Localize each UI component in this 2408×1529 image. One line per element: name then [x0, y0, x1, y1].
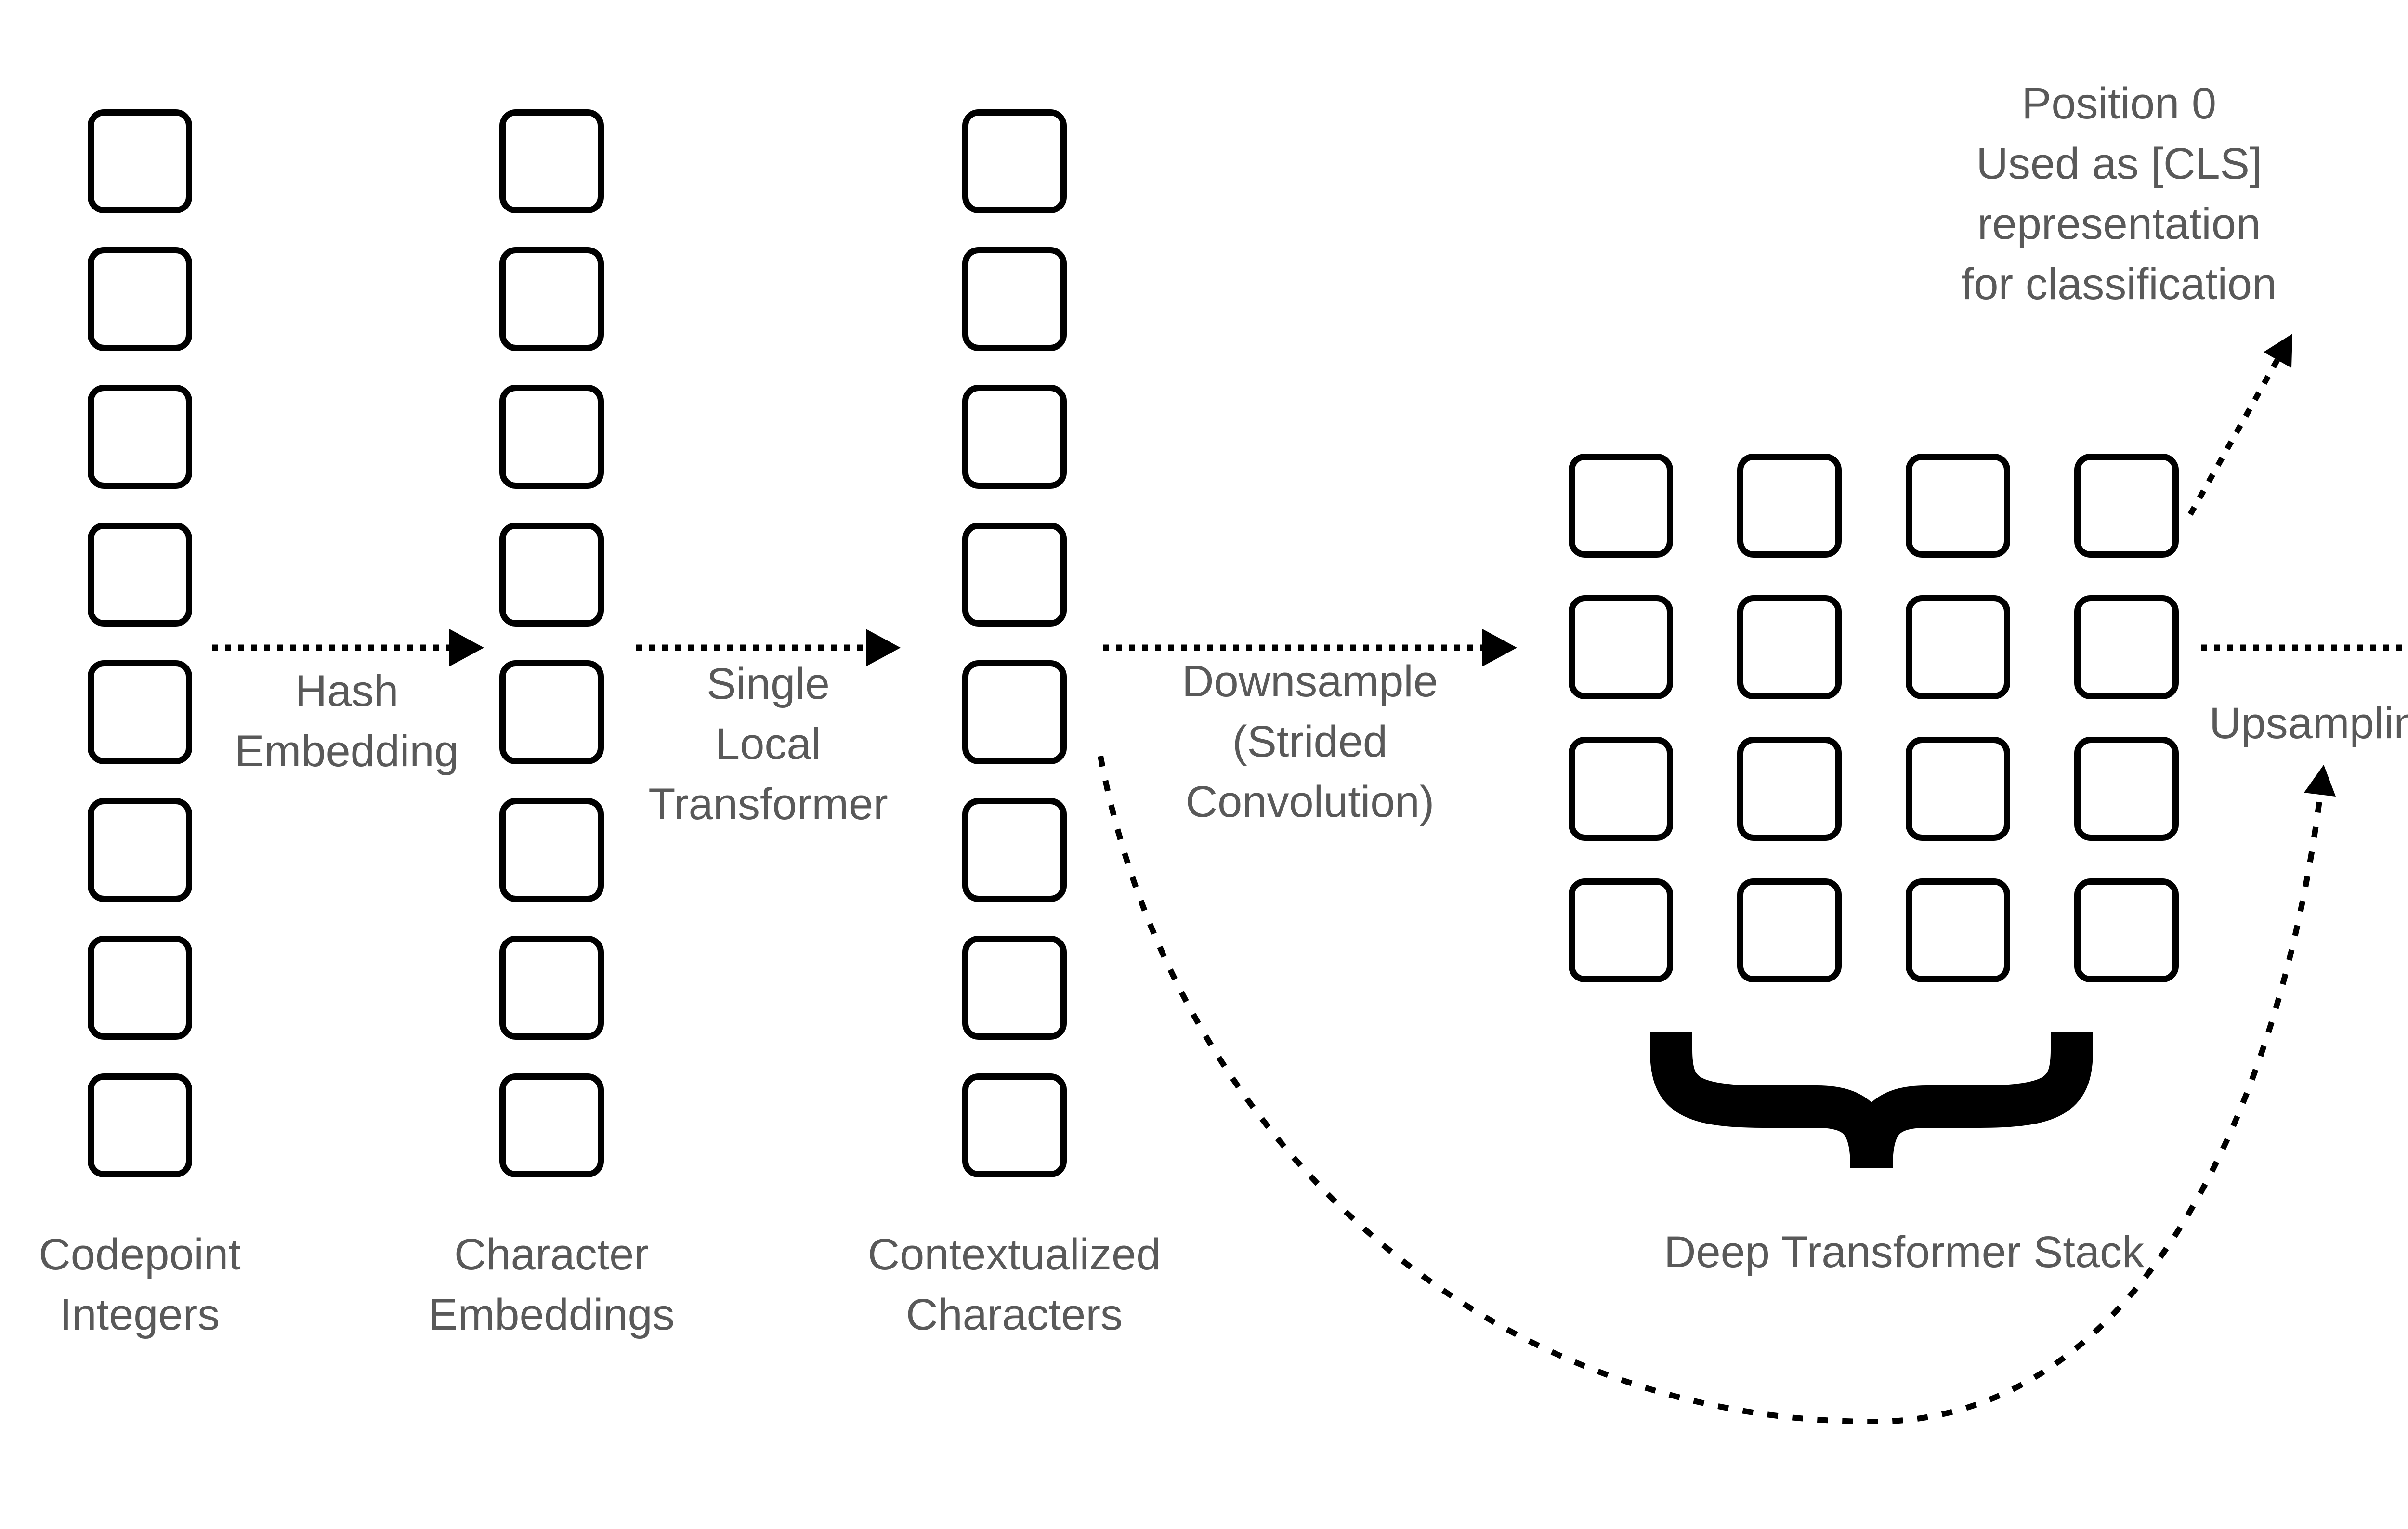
cls-note: Position 0 Used as [CLS] representation …: [1961, 79, 2277, 309]
label-character-embeddings: Character Embeddings: [428, 1230, 675, 1339]
downsampled-token-cell: [1569, 595, 1673, 699]
token-cell: [962, 798, 1067, 902]
downsample-arrowhead: [1482, 629, 1517, 666]
token-cell: [88, 1073, 192, 1177]
downsampled-token-cell: [1569, 454, 1673, 558]
token-cell: [499, 798, 604, 902]
token-cell: [499, 523, 604, 627]
downsampled-token-cell: [1737, 878, 1842, 982]
downsampled-token-cell: [1906, 595, 2010, 699]
label-single-local-transformer: Single Local Transformer: [648, 659, 888, 829]
cls-arrow-line: [2187, 358, 2280, 516]
residual-bypass-curve: [1098, 755, 2323, 1425]
token-cell: [499, 936, 604, 1040]
downsampled-token-cell: [2074, 737, 2179, 841]
token-cell: [88, 385, 192, 489]
token-cell: [88, 936, 192, 1040]
brace-icon: [1650, 1032, 2093, 1168]
label-hash-embedding: Hash Embedding: [235, 666, 459, 776]
downsampled-token-cell: [1737, 737, 1842, 841]
label-codepoint-integers: Codepoint Integers: [39, 1230, 241, 1339]
downsampled-token-cell: [1569, 737, 1673, 841]
token-cell: [88, 523, 192, 627]
single-local-transformer-arrowhead: [866, 629, 901, 666]
downsampled-token-cell: [1906, 878, 2010, 982]
downsampled-token-cell: [1906, 737, 2010, 841]
token-cell: [499, 660, 604, 764]
token-cell: [499, 1073, 604, 1177]
token-cell: [88, 660, 192, 764]
downsampled-token-cell: [2074, 878, 2179, 982]
label-deep-transformer-stack: Deep Transformer Stack: [1664, 1228, 2145, 1277]
token-cell: [962, 523, 1067, 627]
downsampled-token-cell: [2074, 595, 2179, 699]
column-contextualized-characters: [962, 109, 1067, 1177]
downsampled-token-cell: [2074, 454, 2179, 558]
cls-arrowhead: [2264, 334, 2292, 368]
token-cell: [499, 247, 604, 351]
token-cell: [962, 660, 1067, 764]
token-cell: [499, 385, 604, 489]
token-cell: [962, 109, 1067, 213]
token-cell: [88, 798, 192, 902]
hash-embedding-arrowhead: [449, 629, 484, 666]
token-cell: [962, 385, 1067, 489]
downsampled-token-cell: [1737, 595, 1842, 699]
label-contextualized-characters: Contextualized Characters: [867, 1230, 1161, 1339]
downsampled-token-cell: [1569, 878, 1673, 982]
label-downsample-strided-convolution: Downsample (Strided Convolution): [1182, 657, 1438, 826]
token-cell: [88, 247, 192, 351]
token-cell: [499, 109, 604, 213]
column-codepoint-integers: [88, 109, 192, 1177]
token-cell: [962, 1073, 1067, 1177]
residual-bypass-arrowhead: [2304, 765, 2336, 797]
label-upsampling: Upsampling: [2209, 699, 2408, 748]
deep-transformer-grid: [1569, 454, 2179, 982]
downsampled-token-cell: [1737, 454, 1842, 558]
downsampled-token-cell: [1906, 454, 2010, 558]
token-cell: [88, 109, 192, 213]
token-cell: [962, 247, 1067, 351]
column-character-embeddings: [499, 109, 604, 1177]
token-cell: [962, 936, 1067, 1040]
